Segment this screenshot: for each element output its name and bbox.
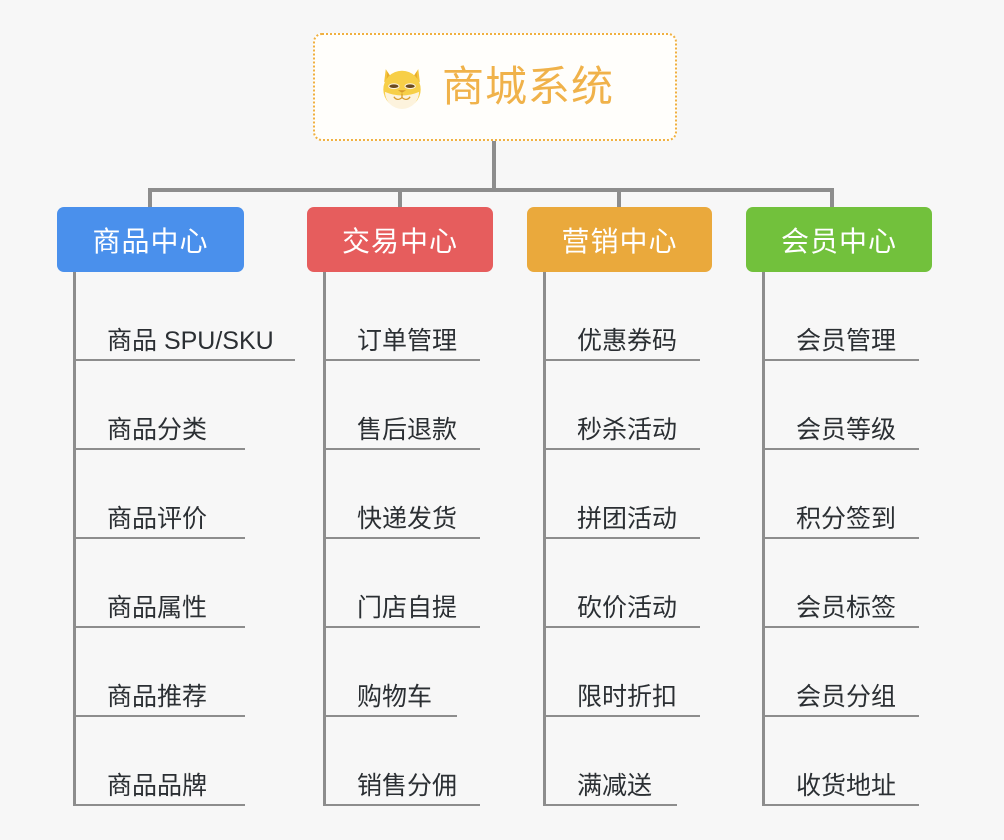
leaf-item[interactable]: 商品评价 xyxy=(73,450,245,539)
leaf-item-label: 限时折扣 xyxy=(577,682,678,711)
leaf-item-label: 砍价活动 xyxy=(577,593,678,622)
branch-header-label: 交易中心 xyxy=(341,225,458,257)
leaf-item[interactable]: 商品推荐 xyxy=(73,628,245,717)
leaf-item-label: 订单管理 xyxy=(357,326,458,355)
leaf-item-label: 售后退款 xyxy=(357,415,458,444)
leaf-item-label: 会员分组 xyxy=(796,682,897,711)
leaf-item-label: 商品推荐 xyxy=(107,682,208,711)
leaf-item-label: 商品评价 xyxy=(107,504,208,533)
branch-trade-center: 交易中心 订单管理 售后退款 快递发货 门店自提 购物车 销售分佣 xyxy=(307,207,493,806)
leaf-item-label: 满减送 xyxy=(577,771,653,800)
leaf-item[interactable]: 限时折扣 xyxy=(543,628,700,717)
shiba-dog-face-icon xyxy=(383,69,421,109)
leaf-item[interactable]: 收货地址 xyxy=(762,717,919,806)
leaf-item[interactable]: 购物车 xyxy=(323,628,457,717)
leaf-item-label: 优惠券码 xyxy=(577,326,678,355)
leaf-list-member-center: 会员管理 会员等级 积分签到 会员标签 会员分组 收货地址 xyxy=(762,272,919,806)
leaf-item[interactable]: 门店自提 xyxy=(323,539,480,628)
leaf-item[interactable]: 拼团活动 xyxy=(543,450,700,539)
leaf-item-label: 拼团活动 xyxy=(577,504,678,533)
leaf-item-label: 收货地址 xyxy=(796,771,897,800)
leaf-item-label: 商品 SPU/SKU xyxy=(107,326,274,355)
leaf-item[interactable]: 砍价活动 xyxy=(543,539,700,628)
connector-horizontal-bus xyxy=(148,188,834,192)
leaf-item-label: 积分签到 xyxy=(796,504,897,533)
branch-marketing-center: 营销中心 优惠券码 秒杀活动 拼团活动 砍价活动 限时折扣 满减送 xyxy=(527,207,712,806)
leaf-item-label: 秒杀活动 xyxy=(577,415,678,444)
branch-header-label: 商品中心 xyxy=(92,225,209,257)
connector-drop-1 xyxy=(148,188,152,209)
leaf-item[interactable]: 商品分类 xyxy=(73,361,245,450)
leaf-item-label: 会员标签 xyxy=(796,593,897,622)
leaf-item-label: 门店自提 xyxy=(357,593,458,622)
leaf-item[interactable]: 满减送 xyxy=(543,717,677,806)
leaf-item[interactable]: 订单管理 xyxy=(323,272,480,361)
connector-drop-4 xyxy=(830,188,834,209)
leaf-item[interactable]: 商品 SPU/SKU xyxy=(73,272,295,361)
leaf-item-label: 会员等级 xyxy=(796,415,897,444)
leaf-item[interactable]: 秒杀活动 xyxy=(543,361,700,450)
leaf-item[interactable]: 会员管理 xyxy=(762,272,919,361)
branch-member-center: 会员中心 会员管理 会员等级 积分签到 会员标签 会员分组 收货地址 xyxy=(746,207,932,806)
branch-trunk-line xyxy=(762,272,765,806)
root-node-label: 商城系统 xyxy=(441,63,614,110)
root-node-mall-system[interactable]: 商城系统 xyxy=(313,33,677,141)
leaf-item[interactable]: 会员标签 xyxy=(762,539,919,628)
leaf-item[interactable]: 会员等级 xyxy=(762,361,919,450)
leaf-item[interactable]: 销售分佣 xyxy=(323,717,480,806)
leaf-item[interactable]: 商品品牌 xyxy=(73,717,245,806)
leaf-list-product-center: 商品 SPU/SKU 商品分类 商品评价 商品属性 商品推荐 商品品牌 xyxy=(73,272,295,806)
branch-header-label: 营销中心 xyxy=(561,225,678,257)
connector-drop-3 xyxy=(617,188,621,209)
leaf-item-label: 商品属性 xyxy=(107,593,208,622)
leaf-item-label: 快递发货 xyxy=(357,504,458,533)
branch-trunk-line xyxy=(73,272,76,806)
connector-root-vertical xyxy=(492,141,496,191)
leaf-item[interactable]: 商品属性 xyxy=(73,539,245,628)
branch-header-product-center[interactable]: 商品中心 xyxy=(57,207,244,272)
leaf-item[interactable]: 售后退款 xyxy=(323,361,480,450)
leaf-item-label: 商品品牌 xyxy=(107,771,208,800)
branch-header-marketing-center[interactable]: 营销中心 xyxy=(527,207,712,272)
leaf-item-label: 购物车 xyxy=(357,682,433,711)
branch-product-center: 商品中心 商品 SPU/SKU 商品分类 商品评价 商品属性 商品推荐 商品品牌 xyxy=(57,207,295,806)
leaf-item[interactable]: 优惠券码 xyxy=(543,272,700,361)
leaf-item[interactable]: 会员分组 xyxy=(762,628,919,717)
branch-header-member-center[interactable]: 会员中心 xyxy=(746,207,932,272)
leaf-list-trade-center: 订单管理 售后退款 快递发货 门店自提 购物车 销售分佣 xyxy=(323,272,480,806)
branch-header-label: 会员中心 xyxy=(780,225,897,257)
connector-drop-2 xyxy=(398,188,402,209)
leaf-item-label: 会员管理 xyxy=(796,326,897,355)
branch-header-trade-center[interactable]: 交易中心 xyxy=(307,207,493,272)
leaf-list-marketing-center: 优惠券码 秒杀活动 拼团活动 砍价活动 限时折扣 满减送 xyxy=(543,272,700,806)
leaf-item-label: 销售分佣 xyxy=(357,771,458,800)
leaf-item-label: 商品分类 xyxy=(107,415,208,444)
leaf-item[interactable]: 积分签到 xyxy=(762,450,919,539)
branch-trunk-line xyxy=(543,272,546,806)
leaf-item[interactable]: 快递发货 xyxy=(323,450,480,539)
branch-trunk-line xyxy=(323,272,326,806)
